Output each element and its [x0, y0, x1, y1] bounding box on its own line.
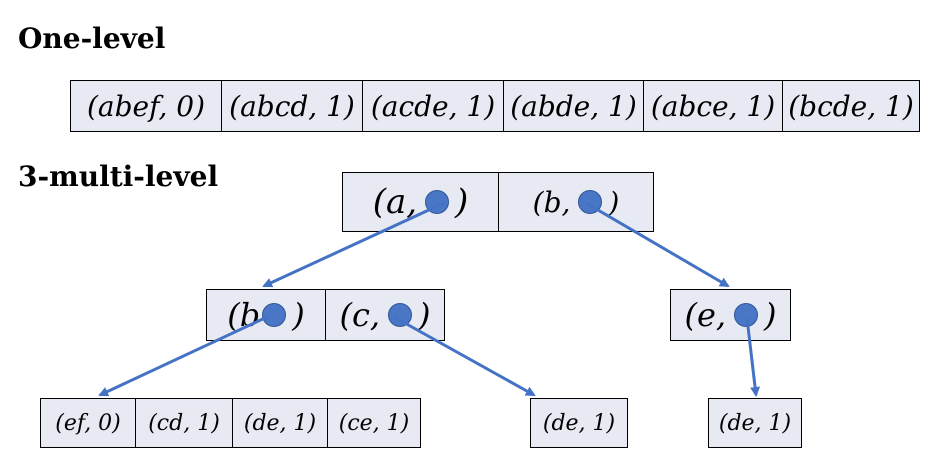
multi-level-heading: 3-multi-level: [18, 160, 219, 193]
leaf-cell: (cd, 1): [135, 398, 233, 448]
leaf-cell: (de, 1): [530, 398, 628, 448]
level2-cell-c: (c,): [325, 289, 445, 341]
one-level-cell: (bcde, 1): [782, 80, 920, 132]
close-paren: ): [292, 296, 305, 334]
close-paren: ): [608, 185, 620, 219]
one-level-array: (abef, 0) (abcd, 1) (acde, 1) (abde, 1) …: [70, 80, 920, 132]
cell-text: (de, 1): [542, 410, 616, 436]
leaf-cell: (ef, 0): [40, 398, 136, 448]
cell-text: (abcd, 1): [229, 89, 355, 123]
one-level-cell: (abef, 0): [70, 80, 222, 132]
root-cell-b: (b,): [498, 172, 654, 232]
leaf-node-left: (ef, 0) (cd, 1) (de, 1) (ce, 1): [40, 398, 421, 448]
level2-cell-b: (b): [206, 289, 326, 341]
one-level-cell: (abcd, 1): [221, 80, 363, 132]
level2-cell-c-label: (c,: [339, 296, 381, 334]
pointer-dot: [578, 190, 603, 214]
level2-cell-e: (e,): [670, 289, 791, 341]
level2-node-bc: (b) (c,): [206, 289, 445, 341]
one-level-cell: (abce, 1): [643, 80, 783, 132]
leaf-node-mid: (de, 1): [530, 398, 628, 448]
pointer-dot: [388, 303, 413, 327]
leaf-cell: (de, 1): [232, 398, 328, 448]
root-cell-a: (a,): [342, 172, 499, 232]
root-cell-a-label: (a,: [372, 182, 418, 222]
pointer-dot: [262, 303, 287, 327]
leaf-node-right: (de, 1): [708, 398, 802, 448]
one-level-cell: (acde, 1): [362, 80, 504, 132]
cell-text: (ce, 1): [338, 410, 410, 436]
cell-text: (ef, 0): [55, 410, 121, 436]
leaf-cell: (ce, 1): [327, 398, 421, 448]
cell-text: (acde, 1): [370, 89, 496, 123]
cell-text: (abde, 1): [510, 89, 637, 123]
root-cell-b-label: (b,: [532, 185, 571, 219]
one-level-cell: (abde, 1): [503, 80, 644, 132]
close-paren: ): [418, 296, 431, 334]
level2-cell-b-label: (b: [227, 296, 261, 334]
pointer-dot: [734, 303, 759, 327]
pointer-dot: [425, 190, 450, 214]
cell-text: (cd, 1): [148, 410, 220, 436]
leaf-cell: (de, 1): [708, 398, 802, 448]
cell-text: (de, 1): [718, 410, 792, 436]
cell-text: (abce, 1): [650, 89, 776, 123]
cell-text: (de, 1): [243, 410, 317, 436]
level2-node-e: (e,): [670, 289, 791, 341]
one-level-heading: One-level: [18, 22, 166, 55]
cell-text: (bcde, 1): [788, 89, 914, 123]
cell-text: (abef, 0): [86, 89, 205, 123]
root-node: (a,) (b,): [342, 172, 654, 232]
close-paren: ): [455, 182, 469, 222]
level2-cell-e-label: (e,: [684, 296, 727, 334]
close-paren: ): [764, 296, 777, 334]
